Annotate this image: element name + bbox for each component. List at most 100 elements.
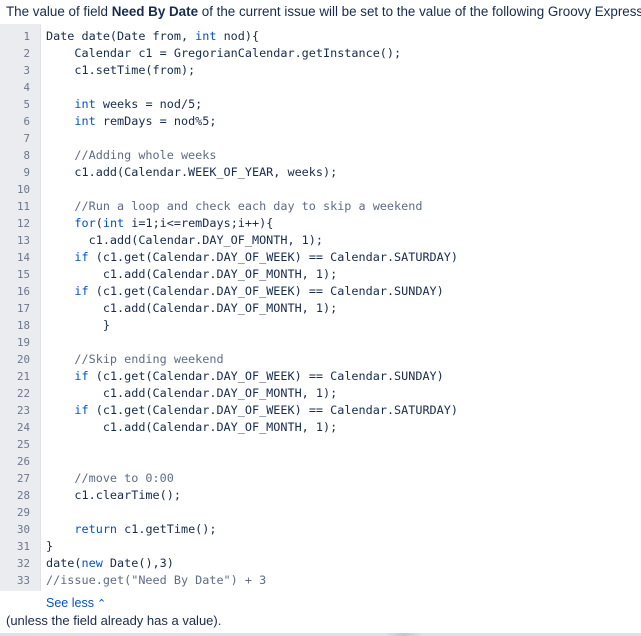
code-text: //move to 0:00 (46, 471, 174, 485)
line-number: 7 (23, 132, 30, 145)
gutter-divider (40, 24, 41, 591)
code-line: 7 (0, 130, 641, 147)
line-number: 5 (23, 98, 30, 111)
code-line: 28 c1.clearTime(); (0, 487, 641, 504)
code-line: 2 Calendar c1 = GregorianCalendar.getIns… (0, 45, 641, 62)
line-number: 28 (16, 489, 30, 502)
code-text: date(new Date(),3) (46, 556, 174, 570)
code-line: 25 (0, 436, 641, 453)
code-text: c1.add(Calendar.DAY_OF_MONTH, 1); (46, 301, 338, 315)
line-number: 18 (16, 319, 30, 332)
code-line: 4 (0, 79, 641, 96)
line-number: 29 (16, 506, 30, 519)
code-text: Calendar c1 = GregorianCalendar.getInsta… (46, 46, 402, 60)
line-number: 21 (16, 370, 30, 383)
code-text: return c1.getTime(); (74, 522, 217, 536)
line-number: 9 (23, 166, 30, 179)
code-text: //issue.get("Need By Date") + 3 (46, 573, 267, 587)
code-line: 8 //Adding whole weeks (0, 147, 641, 164)
bottom-divider (0, 633, 641, 636)
line-number: 26 (16, 455, 30, 468)
line-number: 10 (16, 183, 30, 196)
field-name: Need By Date (111, 4, 199, 19)
double-chevron-up-icon: ⌃ (96, 598, 107, 610)
code-text: for(int i=1;i<=remDays;i++){ (74, 216, 274, 230)
code-text: c1.setTime(from); (46, 63, 196, 77)
code-text: Date date(Date from, int nod){ (46, 29, 260, 43)
code-line: 30 return c1.getTime(); (0, 521, 641, 538)
code-text: if (c1.get(Calendar.DAY_OF_WEEK) == Cale… (74, 403, 458, 417)
line-number: 8 (23, 149, 30, 162)
code-text: //Adding whole weeks (46, 148, 217, 162)
line-number: 6 (23, 115, 30, 128)
code-line: 11 //Run a loop and check each day to sk… (0, 198, 641, 215)
line-number: 1 (23, 30, 30, 43)
intro-suffix: of the current issue will be set to the … (198, 4, 641, 19)
code-line: 10 (0, 181, 641, 198)
code-text: c1.add(Calendar.DAY_OF_MONTH, 1); (46, 267, 338, 281)
line-number: 3 (23, 64, 30, 77)
code-text: int remDays = nod%5; (74, 114, 217, 128)
line-number: 12 (16, 217, 30, 230)
code-line: 31} (0, 538, 641, 555)
code-line: 19 (0, 334, 641, 351)
code-line: 6 int remDays = nod%5; (0, 113, 641, 130)
code-line: 18 } (0, 317, 641, 334)
line-number: 24 (16, 421, 30, 434)
code-line: 14 if (c1.get(Calendar.DAY_OF_WEEK) == C… (0, 249, 641, 266)
code-line: 32 date(new Date(),3) (0, 555, 641, 572)
code-line: 13 c1.add(Calendar.DAY_OF_MONTH, 1); (0, 232, 641, 249)
line-number: 14 (16, 251, 30, 264)
code-text: int weeks = nod/5; (74, 97, 203, 111)
line-number: 27 (16, 472, 30, 485)
line-number: 23 (16, 404, 30, 417)
code-text: if (c1.get(Calendar.DAY_OF_WEEK) == Cale… (74, 284, 444, 298)
code-line: 5 int weeks = nod/5; (0, 96, 641, 113)
code-line: 23 if (c1.get(Calendar.DAY_OF_WEEK) == C… (0, 402, 641, 419)
code-text: //Skip ending weekend (46, 352, 224, 366)
line-number: 11 (16, 200, 30, 213)
code-line: 15 c1.add(Calendar.DAY_OF_MONTH, 1); (0, 266, 641, 283)
code-line: 29 (0, 504, 641, 521)
code-text: } (46, 539, 54, 553)
field-value-note: (unless the field already has a value). (6, 613, 222, 628)
code-line: 26 (0, 453, 641, 470)
code-line: 24 c1.add(Calendar.DAY_OF_MONTH, 1); (0, 419, 641, 436)
code-text: c1.add(Calendar.DAY_OF_MONTH, 1); (46, 386, 338, 400)
code-line: 22 c1.add(Calendar.DAY_OF_MONTH, 1); (0, 385, 641, 402)
code-text: c1.clearTime(); (46, 488, 181, 502)
line-number: 16 (16, 285, 30, 298)
code-text: if (c1.get(Calendar.DAY_OF_WEEK) == Cale… (74, 369, 444, 383)
line-number: 20 (16, 353, 30, 366)
line-number: 31 (16, 540, 30, 553)
line-number: 30 (16, 523, 30, 536)
line-number: 22 (16, 387, 30, 400)
line-number: 2 (23, 47, 30, 60)
code-line: 17 c1.add(Calendar.DAY_OF_MONTH, 1); (0, 300, 641, 317)
code-line: 21 if (c1.get(Calendar.DAY_OF_WEEK) == C… (0, 368, 641, 385)
line-number: 15 (16, 268, 30, 281)
line-number-gutter (0, 24, 40, 591)
code-text: //Run a loop and check each day to skip … (46, 199, 423, 213)
code-line: 9 c1.add(Calendar.WEEK_OF_YEAR, weeks); (0, 164, 641, 181)
code-line: 20 //Skip ending weekend (0, 351, 641, 368)
code-line: 1 Date date(Date from, int nod){ (0, 28, 641, 45)
line-number: 25 (16, 438, 30, 451)
code-line: 16 if (c1.get(Calendar.DAY_OF_WEEK) == C… (0, 283, 641, 300)
line-number: 32 (16, 557, 30, 570)
intro-prefix: The value of field (6, 4, 112, 19)
code-line: 33 //issue.get("Need By Date") + 3 (0, 572, 641, 589)
code-text: c1.add(Calendar.WEEK_OF_YEAR, weeks); (46, 165, 338, 179)
line-number: 13 (16, 234, 30, 247)
code-text: c1.add(Calendar.DAY_OF_MONTH, 1); (46, 233, 323, 247)
line-number: 19 (16, 336, 30, 349)
see-less-label: See less (46, 596, 94, 610)
line-number: 4 (23, 81, 30, 94)
code-line: 3 c1.setTime(from); (0, 62, 641, 79)
see-less-link[interactable]: See less⌃ (46, 596, 106, 610)
code-text: if (c1.get(Calendar.DAY_OF_WEEK) == Cale… (74, 250, 458, 264)
line-number: 17 (16, 302, 30, 315)
code-line: 12 for(int i=1;i<=remDays;i++){ (0, 215, 641, 232)
expression-description: The value of field Need By Date of the c… (6, 3, 641, 20)
line-number: 33 (16, 574, 30, 587)
